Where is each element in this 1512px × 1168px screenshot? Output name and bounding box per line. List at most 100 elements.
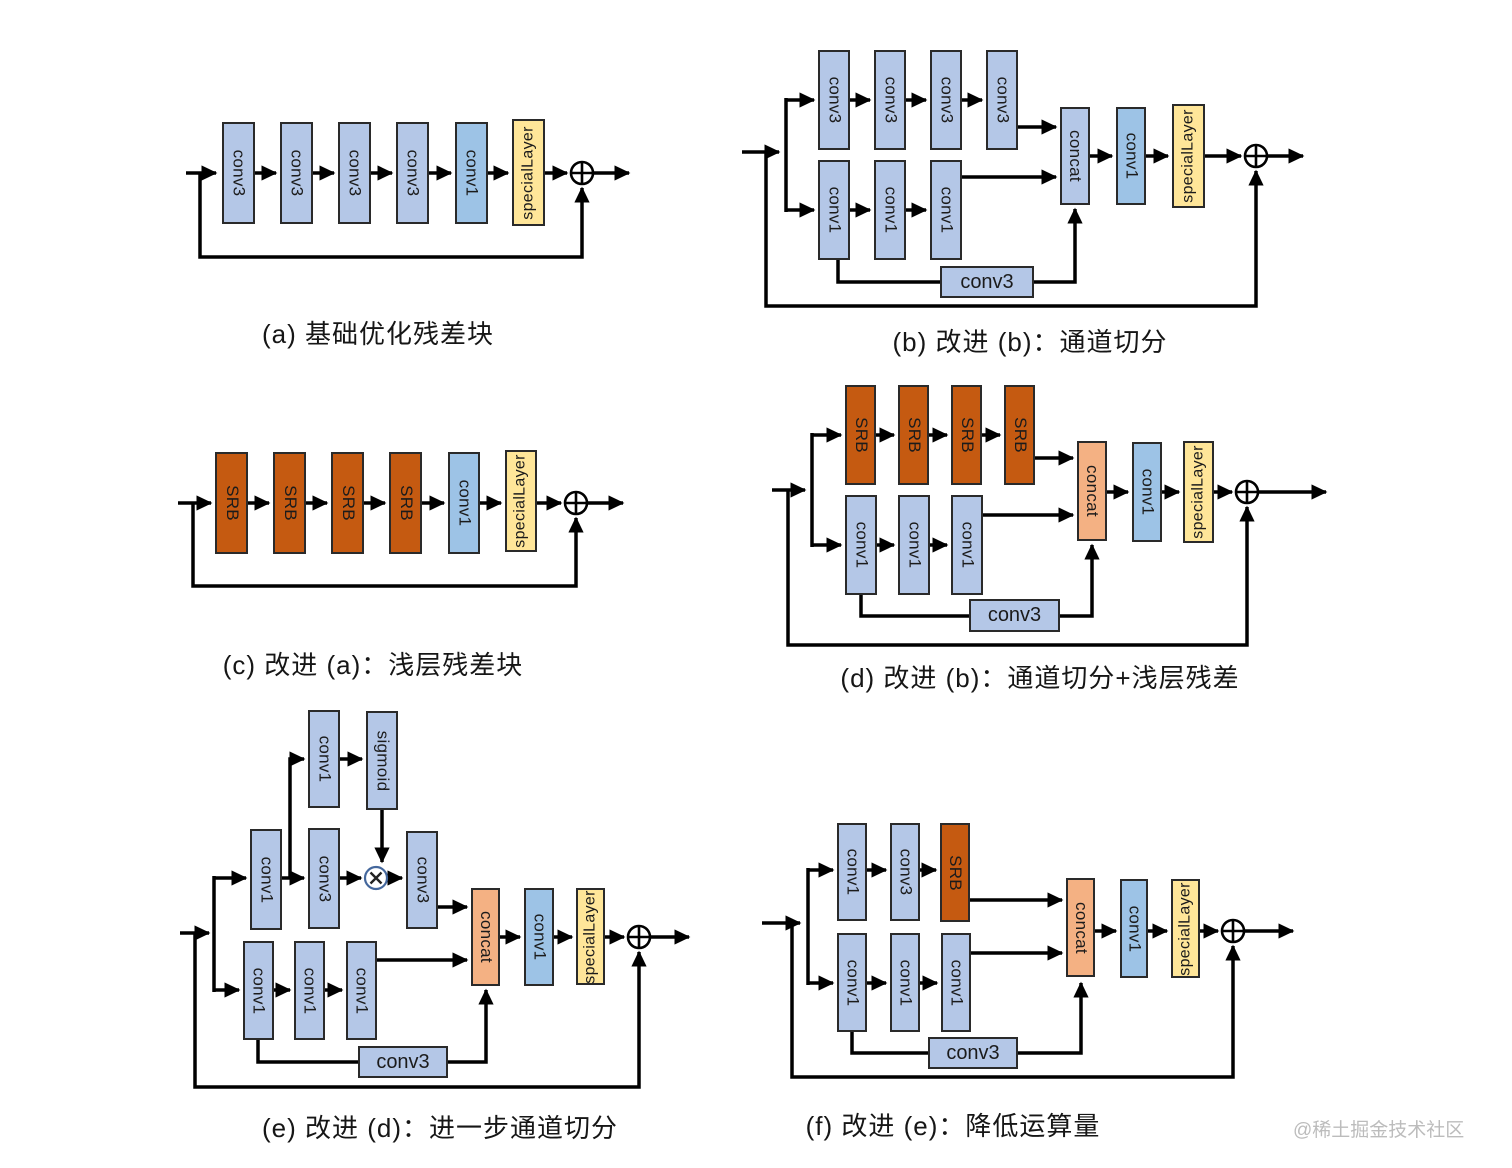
b-speciallayer-block: specialLayer (1172, 104, 1205, 208)
f-conv1-block-3: conv1 (941, 933, 971, 1032)
e-mid-conv3-block-2: conv3 (406, 831, 438, 929)
f-top-conv1-block: conv1 (837, 823, 867, 921)
block-label: conv3 (946, 1041, 1000, 1064)
e-multiply-icon (363, 865, 389, 891)
block-label: conv1 (825, 186, 844, 234)
block-label: SRB (396, 485, 416, 521)
f-shortcut-conv3-block: conv3 (928, 1037, 1018, 1069)
d-srb-block-1: SRB (845, 385, 876, 485)
a-conv3-block-1: conv3 (222, 122, 255, 224)
e-shortcut-in-line (256, 1040, 358, 1064)
c-speciallayer-block: specialLayer (505, 450, 537, 552)
block-label: specialLayer (581, 889, 599, 984)
block-label: conv1 (947, 959, 966, 1006)
c-conv1-block: conv1 (448, 452, 480, 554)
e-shortcut-out-arrow (448, 988, 494, 1064)
block-label: specialLayer (1176, 881, 1194, 976)
b-concat-block: concat (1060, 107, 1090, 205)
b-conv3-block-1: conv3 (818, 50, 850, 150)
diagram-f-wires (762, 862, 1295, 1079)
diagram-d-caption: (d) 改进 (b)：通道切分+浅层残差 (840, 663, 1240, 693)
c-add-icon (563, 490, 589, 516)
block-label: conv1 (315, 735, 334, 783)
block-label: conv3 (413, 856, 432, 904)
diagram-c-caption: (c) 改进 (a)：浅层残差块 (222, 650, 524, 680)
d-conv1-block-1: conv1 (845, 495, 877, 595)
block-label: sigmoid (373, 730, 392, 791)
e-conv1-block-3: conv1 (346, 941, 377, 1040)
block-label: specialLayer (1189, 445, 1207, 539)
f-shortcut-in-line (850, 1032, 928, 1055)
block-label: conv1 (881, 186, 900, 234)
b-shortcut-conv3-block: conv3 (940, 266, 1034, 298)
block-label: specialLayer (1179, 109, 1197, 203)
block-label: conv3 (896, 848, 915, 896)
watermark: @稀土掘金技术社区 (1293, 1120, 1465, 1141)
f-top-conv3-block: conv3 (890, 823, 920, 921)
block-label: conv3 (287, 149, 307, 197)
e-merge-conv1-block: conv1 (524, 888, 554, 986)
c-srb-block-4: SRB (389, 452, 422, 554)
block-label: conv1 (843, 848, 862, 896)
e-mid-conv3-block-1: conv3 (308, 828, 340, 929)
c-srb-block-1: SRB (215, 452, 248, 554)
diagram-a-wires (186, 160, 631, 259)
diagram-b-wires (742, 92, 1305, 308)
block-label: conv1 (843, 959, 862, 1006)
f-srb-block: SRB (940, 823, 970, 922)
f-conv1-block-2: conv1 (890, 933, 920, 1032)
block-label: conv3 (993, 76, 1012, 124)
block-label: SRB (280, 485, 300, 521)
block-label: conv1 (530, 913, 549, 961)
block-label: conv3 (403, 149, 423, 197)
block-label: conv3 (987, 604, 1042, 626)
block-label: conv3 (881, 76, 900, 124)
f-conv1-block-1: conv1 (837, 933, 867, 1032)
block-label: conv3 (315, 855, 334, 902)
e-speciallayer-block: specialLayer (576, 888, 605, 985)
e-concat-block: concat (471, 888, 500, 986)
block-label: SRB (957, 417, 977, 453)
c-srb-block-3: SRB (331, 452, 364, 554)
f-concat-block: concat (1066, 878, 1095, 977)
d-merge-conv1-block: conv1 (1132, 442, 1162, 542)
b-skip-connection (764, 152, 1264, 308)
diagram-e-caption: (e) 改进 (d)：进一步通道切分 (261, 1113, 619, 1143)
block-label: specialLayer (519, 125, 537, 220)
block-label: conv1 (905, 521, 924, 569)
block-label: conv1 (958, 521, 977, 569)
d-shortcut-conv3-block: conv3 (969, 599, 1060, 632)
d-add-icon (1234, 479, 1260, 505)
a-conv3-block-2: conv3 (280, 122, 313, 224)
b-shortcut-out-arrow (1034, 207, 1083, 284)
b-merge-conv1-block: conv1 (1116, 107, 1146, 205)
block-label: conv1 (462, 149, 482, 197)
block-label: SRB (222, 485, 242, 521)
block-label: conv1 (249, 967, 269, 1014)
block-label: conv1 (896, 959, 915, 1006)
block-label: concat (476, 911, 496, 963)
block-label: conv1 (352, 967, 372, 1014)
e-shortcut-conv3-block: conv3 (358, 1046, 448, 1078)
a-skip-connection (198, 173, 590, 259)
diagram-b-caption: (b) 改进 (b)：通道切分 (892, 327, 1168, 357)
b-conv3-block-2: conv3 (874, 50, 906, 150)
block-label: concat (1071, 901, 1091, 954)
d-shortcut-out-arrow (1060, 543, 1100, 618)
f-merge-conv1-block: conv1 (1120, 879, 1148, 978)
b-add-icon (1243, 143, 1269, 169)
b-conv3-block-4: conv3 (986, 50, 1018, 150)
d-skip-connection (786, 490, 1255, 647)
f-add-icon (1220, 918, 1246, 944)
b-conv1-block-3: conv1 (930, 160, 962, 260)
diagram-e-wires (180, 751, 691, 1089)
a-add-icon (569, 160, 595, 186)
diagram-f-caption: (f) 改进 (e)：降低运算量 (805, 1111, 1101, 1141)
d-shortcut-in-line (859, 595, 969, 618)
d-conv1-block-3: conv1 (951, 495, 983, 595)
a-conv3-block-3: conv3 (338, 122, 371, 224)
block-label: specialLayer (512, 454, 529, 548)
block-label: conv3 (825, 76, 844, 124)
